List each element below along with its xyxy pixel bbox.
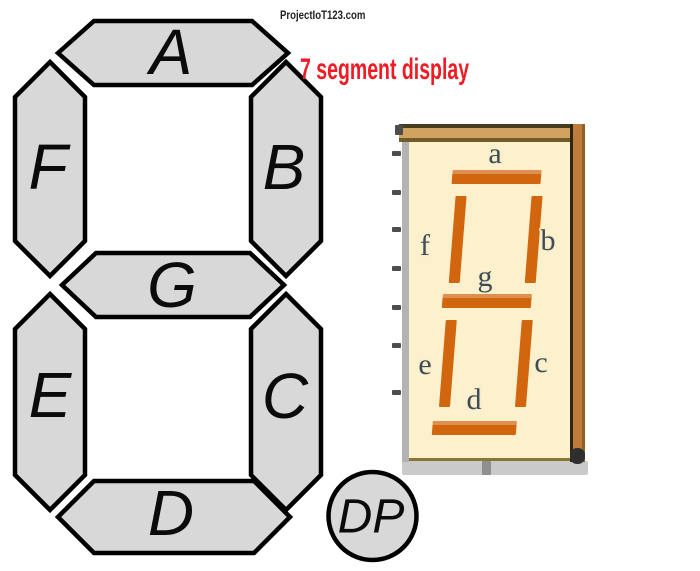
pin (395, 125, 403, 135)
lit-segment-b (524, 196, 543, 283)
segment-g-group: G (58, 249, 288, 321)
lit-segment-a-highlight (452, 170, 542, 174)
pin (482, 461, 491, 475)
component-face-bottom-line (409, 458, 570, 461)
segment-b-shape (248, 58, 324, 280)
segment-d-shape (54, 478, 294, 556)
segment-d-group: D (54, 477, 294, 556)
display-component-photo: a f b g e c d (392, 124, 588, 475)
component-label-c: c (534, 346, 547, 379)
lit-segment-d (431, 421, 517, 435)
component-right-dark-line (570, 124, 573, 462)
segment-b-label: B (263, 131, 306, 203)
segment-a-shape (54, 18, 292, 88)
lit-segment-d-highlight (432, 421, 517, 425)
lit-segment-g (441, 294, 532, 308)
segment-f-label: F (28, 131, 71, 203)
lit-segment-g-highlight (442, 294, 532, 298)
component-corner (570, 448, 585, 464)
segment-e-label: E (29, 359, 73, 431)
component-top-edge-line (399, 124, 585, 128)
segment-e-shape (12, 290, 88, 514)
pin (392, 343, 401, 348)
pin (392, 190, 401, 195)
segment-c-group: C (248, 290, 324, 514)
lit-segment-a (451, 170, 542, 184)
segment-a-label: A (146, 16, 193, 88)
segment-d-label: D (148, 477, 194, 549)
component-label-e: e (418, 348, 431, 381)
segment-f-group: F (12, 58, 88, 280)
lit-segment-e (439, 320, 457, 407)
page-heading: 7 segment display (300, 53, 470, 86)
pin (392, 227, 401, 232)
component-right-side (573, 124, 582, 462)
segment-a-group: A (54, 16, 292, 88)
component-top-band-shade (399, 138, 585, 142)
pin (392, 151, 401, 156)
seven-segment-diagram: A F B G E C D DP (12, 16, 419, 563)
component-label-a: a (488, 137, 501, 170)
segment-c-label: C (262, 360, 309, 432)
pin (392, 305, 401, 310)
lit-segment-f (448, 196, 467, 283)
component-right-side-shade (582, 124, 585, 462)
decimal-point-circle (326, 469, 419, 563)
pin (392, 390, 401, 395)
component-label-g: g (478, 260, 493, 293)
component-left-side (402, 128, 409, 462)
segment-f-shape (12, 58, 88, 280)
pin (392, 266, 401, 271)
component-label-d: d (467, 383, 482, 416)
lit-segment-c (515, 320, 533, 407)
lit-segments (431, 170, 543, 435)
decimal-point-label: DP (338, 491, 405, 544)
segment-e-group: E (12, 290, 88, 514)
segment-g-label: G (147, 249, 197, 321)
component-bottom-shadow (402, 461, 588, 475)
decimal-point-group: DP (326, 469, 419, 563)
site-watermark: ProjectIoT123.com (280, 8, 366, 22)
segment-g-shape (58, 250, 288, 320)
segment-b-group: B (248, 58, 324, 280)
component-label-b: b (541, 224, 556, 257)
component-label-f: f (420, 229, 430, 262)
component-top-band (399, 128, 585, 138)
